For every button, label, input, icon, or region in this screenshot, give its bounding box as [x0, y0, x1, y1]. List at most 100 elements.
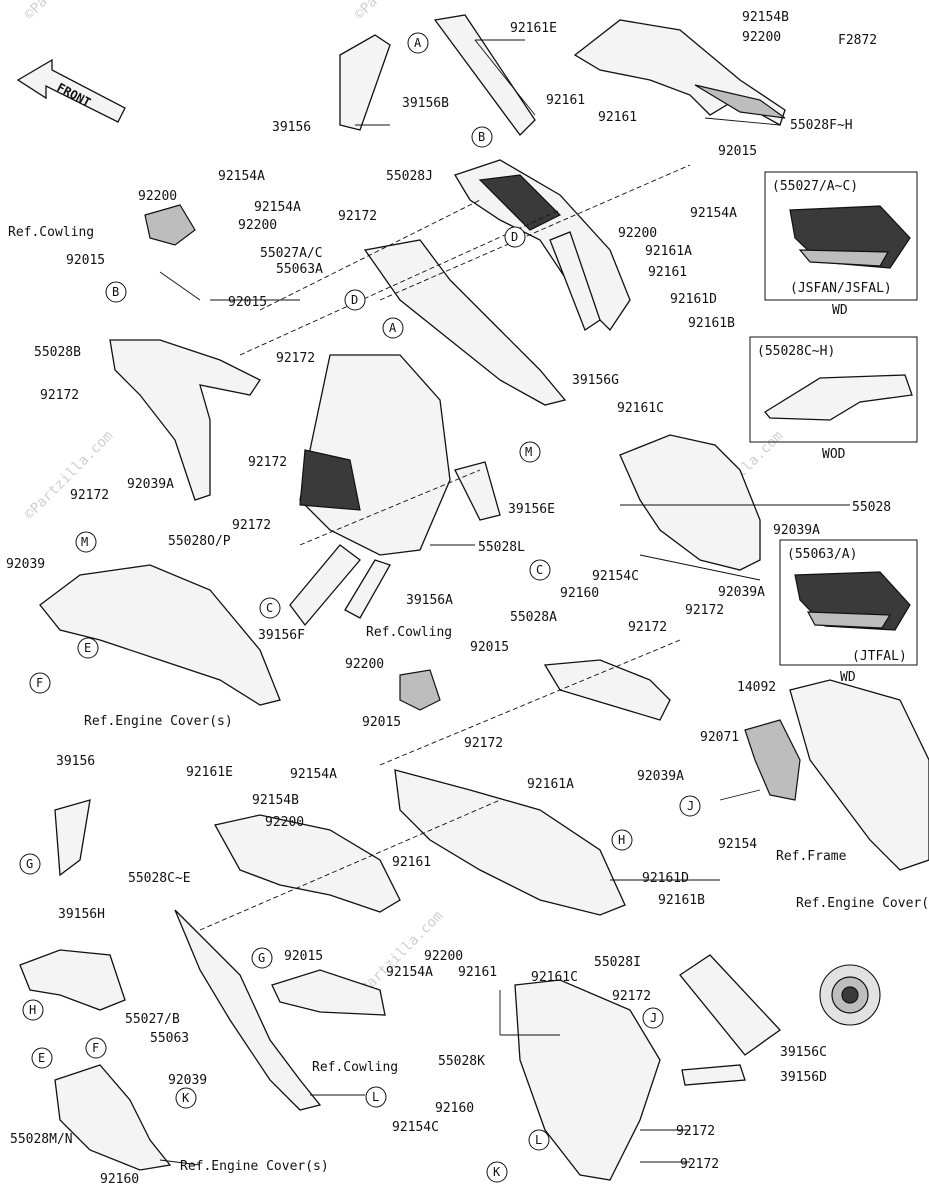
part-label: 92161E [186, 765, 233, 780]
part-label: 92172 [40, 388, 79, 403]
part-label: Ref.Engine Cover(s) [796, 896, 929, 911]
callout-m: M [519, 441, 541, 463]
part-label: 92039 [168, 1073, 207, 1088]
part-label: 92200 [618, 226, 657, 241]
svg-text:J: J [687, 799, 694, 813]
part-label: 92015 [66, 253, 105, 268]
part-label: 92015 [362, 715, 401, 730]
callout-g: G [19, 853, 41, 875]
part-label: 92161A [645, 244, 692, 259]
part-label: 92154A [690, 206, 737, 221]
callout-b: B [471, 126, 493, 148]
pad-39156a [344, 559, 391, 619]
pad-39156f [289, 544, 361, 627]
part-label: 92161 [648, 265, 687, 280]
part-label: 39156 [272, 120, 311, 135]
part-label: Ref.Cowling [8, 225, 94, 240]
svg-text:K: K [182, 1091, 190, 1105]
part-label: 39156D [780, 1070, 827, 1085]
inset-55063: (55063/A) (JTFAL) WD [779, 539, 918, 685]
svg-text:F: F [36, 676, 43, 690]
part-label: 39156C [780, 1045, 827, 1060]
part-label: 55028 [852, 500, 891, 515]
part-label: 92154A [218, 169, 265, 184]
inset-sub: WD [832, 303, 848, 318]
part-label: Ref.Frame [776, 849, 847, 864]
part-label: 55028J [386, 169, 433, 184]
part-label: 92172 [248, 455, 287, 470]
svg-text:D: D [351, 293, 358, 307]
part-label: 92200 [265, 815, 304, 830]
part-label: 92200 [138, 189, 177, 204]
panel-vent [299, 449, 361, 511]
callout-k: K [175, 1087, 197, 1109]
callout-e: E [77, 637, 99, 659]
part-label: 55028C~E [128, 871, 191, 886]
bracket-55028b [109, 339, 261, 501]
part-label: 92160 [100, 1172, 139, 1187]
svg-text:C: C [266, 601, 273, 615]
pad-39156h [19, 949, 126, 1011]
part-label: 55028B [34, 345, 81, 360]
part-label: 92154B [742, 10, 789, 25]
callout-c: C [529, 559, 551, 581]
callouts: A A B B C C D D E E F F G G H H J J K K … [19, 32, 701, 1183]
part-label: 92172 [276, 351, 315, 366]
watermark: ©Partzilla.com [22, 428, 117, 523]
ref-cowling-bracket [144, 204, 196, 246]
part-label: 92039A [637, 769, 684, 784]
part-label: 92161 [598, 110, 637, 125]
svg-text:K: K [493, 1165, 501, 1179]
bracket-14092 [744, 719, 801, 801]
bracket-55028j [454, 159, 631, 332]
pad-39156-lower [54, 799, 91, 877]
callout-e: E [31, 1047, 53, 1069]
front-arrow-icon: FRONT [16, 58, 126, 123]
part-label: 92154B [252, 793, 299, 808]
svg-text:L: L [535, 1133, 542, 1147]
bracket-55028a [543, 659, 671, 721]
part-label: 92172 [464, 736, 503, 751]
part-label: Ref.Cowling [312, 1060, 398, 1075]
bracket-detail [478, 174, 562, 231]
callout-g: G [251, 947, 273, 969]
callout-c: C [259, 597, 281, 619]
svg-text:D: D [511, 230, 518, 244]
callout-b: B [105, 281, 127, 303]
cowl-55028c-e [214, 814, 401, 913]
part-label: 92015 [228, 295, 267, 310]
watermark: ©Partzilla.com [352, 0, 447, 23]
part-label: 92161C [617, 401, 664, 416]
part-label: 92154C [592, 569, 639, 584]
cowl-55028m-n [54, 1064, 172, 1171]
part-label: Ref.Engine Cover(s) [84, 714, 233, 729]
part-label: 92172 [676, 1124, 715, 1139]
part-label: 55027/B [125, 1012, 180, 1027]
part-label: 55028A [510, 610, 557, 625]
ref-frame [789, 679, 929, 871]
callout-d: D [504, 226, 526, 248]
callout-h: H [22, 999, 44, 1021]
part-label: 92161D [670, 292, 717, 307]
part-label: 55028F~H [790, 118, 853, 133]
svg-text:M: M [81, 535, 88, 549]
part-label: 55028K [438, 1054, 485, 1069]
part-label: 92200 [238, 218, 277, 233]
part-label: 92172 [612, 989, 651, 1004]
cowl-55027-b [174, 909, 322, 1111]
part-label: 92200 [424, 949, 463, 964]
svg-text:B: B [112, 285, 119, 299]
inset-variant: (JTFAL) [852, 649, 907, 664]
svg-text:F: F [92, 1041, 99, 1055]
part-label: 39156 [56, 754, 95, 769]
part-label: 92200 [345, 657, 384, 672]
part-label: 14092 [737, 680, 776, 695]
engine-cover-icon [819, 964, 881, 1026]
part-label: 92161B [688, 316, 735, 331]
part-label: Ref.Cowling [366, 625, 452, 640]
svg-text:G: G [26, 857, 33, 871]
part-label: 92154C [392, 1120, 439, 1135]
callout-l: L [528, 1129, 550, 1151]
callout-j: J [642, 1007, 664, 1029]
